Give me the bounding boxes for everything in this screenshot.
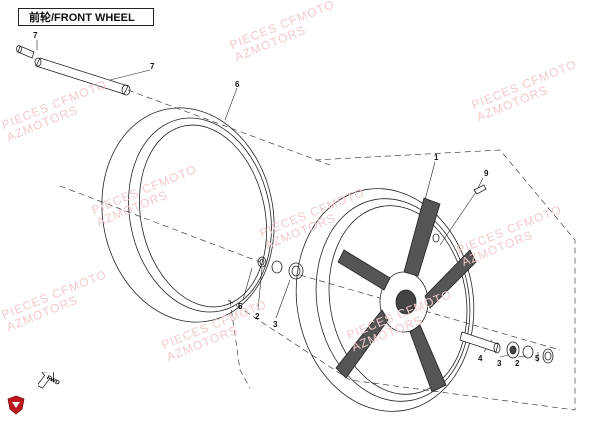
- axle-part-7: [34, 57, 131, 96]
- brand-logo: [6, 395, 26, 420]
- dashed-assembly-lines: [59, 89, 576, 411]
- callout-9-valve: 9: [484, 169, 489, 178]
- callout-7-bolt: 7: [33, 31, 38, 40]
- right-hub-parts: [459, 331, 554, 364]
- callout-6-tire: 6: [235, 80, 240, 89]
- callout-5-right: 5: [535, 354, 540, 363]
- callout-4-spacer: 4: [478, 354, 483, 363]
- left-hub-parts: [257, 256, 304, 280]
- callout-5-left: 5: [238, 302, 243, 311]
- callout-7-axle: 7: [150, 62, 155, 71]
- callout-2-left: 2: [255, 312, 260, 321]
- callout-2-right: 2: [515, 359, 520, 368]
- valve-stem-part-9: [473, 184, 487, 195]
- fwd-arrow-icon: [36, 370, 55, 389]
- fwd-direction-arrow: FWD: [36, 370, 66, 399]
- tire-part-6: [101, 107, 275, 323]
- callout-1-wheel: 1: [434, 153, 439, 162]
- callout-3-right: 3: [497, 359, 502, 368]
- axle-bolt-part: [16, 45, 35, 59]
- wheel-rim-part-1: [295, 188, 477, 412]
- diagram-title: 前轮/FRONT WHEEL: [18, 8, 154, 26]
- shield-logo-icon: [7, 395, 25, 415]
- callout-3-left: 3: [273, 320, 278, 329]
